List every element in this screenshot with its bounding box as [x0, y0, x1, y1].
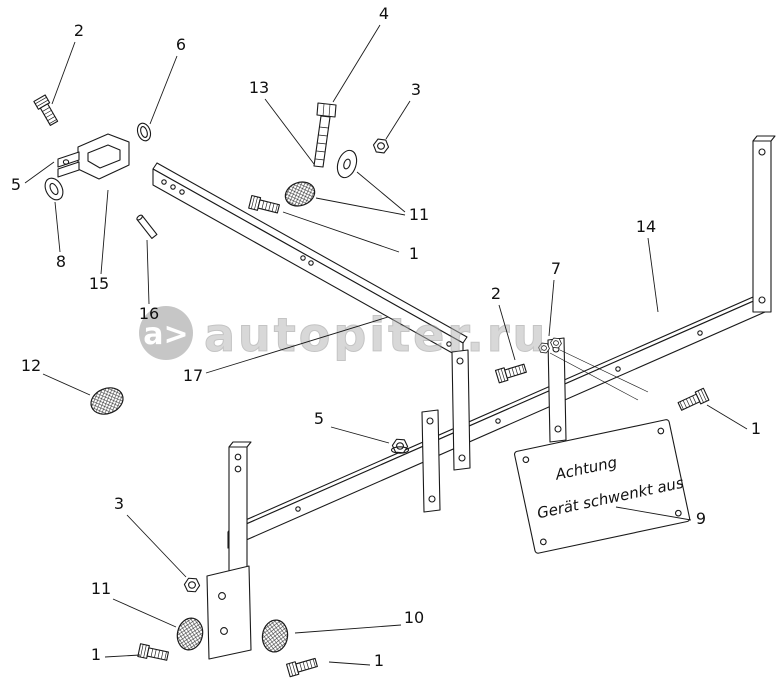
foot-bracket	[206, 565, 252, 660]
callout-5-top: 5	[11, 161, 55, 194]
watermark: a> autopiter.ru	[139, 306, 548, 363]
washer-11-plain	[333, 147, 361, 181]
svg-text:3: 3	[411, 80, 421, 99]
svg-text:14: 14	[636, 217, 656, 236]
svg-text:12: 12	[21, 356, 41, 375]
callout-12: 12	[21, 356, 91, 396]
bolt-1-upper-bar	[248, 194, 281, 216]
callout-8: 8	[54, 201, 66, 271]
bolt-2-top-left	[33, 94, 61, 128]
callout-14: 14	[636, 217, 659, 313]
callouts: 2 6 4 13 3 5 8 15	[11, 4, 761, 670]
callout-11-bottom: 11	[91, 579, 177, 628]
frame-parts: Achtung Gerät schwenkt aus	[33, 94, 776, 678]
svg-text:5: 5	[11, 175, 21, 194]
svg-text:8: 8	[56, 252, 66, 271]
svg-text:5: 5	[314, 409, 324, 428]
callout-3-top: 3	[385, 80, 421, 140]
bolt-1-right	[676, 387, 710, 413]
watermark-site-text: autopiter.ru	[204, 308, 548, 362]
nut-3-bottom	[183, 577, 201, 593]
callout-6: 6	[149, 35, 186, 125]
callout-2-middle: 2	[491, 284, 516, 361]
ring-6	[136, 122, 152, 142]
svg-text:16: 16	[139, 304, 159, 323]
svg-text:1: 1	[409, 244, 419, 263]
callout-1-upper: 1	[282, 211, 419, 263]
callout-1-bottom-left: 1	[91, 645, 141, 664]
svg-text:13: 13	[249, 78, 269, 97]
callout-11-top: 11	[315, 171, 429, 224]
bolt-2-middle	[494, 361, 528, 384]
callout-9: 9	[615, 506, 706, 528]
callout-5-lower: 5	[314, 409, 390, 444]
svg-text:7: 7	[551, 259, 561, 278]
warning-plate: Achtung Gerät schwenkt aus	[514, 419, 691, 554]
nut-5-lower	[390, 438, 410, 454]
svg-text:17: 17	[183, 366, 203, 385]
upper-frame-bar	[152, 162, 468, 360]
callout-10: 10	[294, 608, 424, 634]
callout-1-right: 1	[706, 404, 761, 438]
clamp-bracket-15	[57, 133, 130, 180]
strap-middle-front	[421, 409, 441, 513]
key-8	[44, 177, 64, 201]
callout-2-top-left: 2	[51, 21, 84, 105]
watermark-logo-text: a>	[143, 317, 188, 352]
assembly-line-a	[559, 349, 649, 393]
disc-11-mesh-bottom	[176, 617, 204, 651]
svg-text:11: 11	[409, 205, 429, 224]
callout-4: 4	[332, 4, 389, 103]
svg-text:4: 4	[379, 4, 389, 23]
callout-3-bottom: 3	[114, 494, 187, 578]
svg-text:1: 1	[91, 645, 101, 664]
callout-1-bottom-right: 1	[328, 651, 384, 670]
disc-11-mesh-top	[284, 181, 316, 207]
svg-text:6: 6	[176, 35, 186, 54]
svg-text:1: 1	[751, 419, 761, 438]
assembly-line-b	[549, 352, 639, 401]
bolt-1-bottom-left	[137, 643, 170, 664]
callout-15: 15	[89, 189, 109, 293]
svg-text:2: 2	[74, 21, 84, 40]
nut-3-top	[372, 137, 390, 155]
svg-text:10: 10	[404, 608, 424, 627]
right-post	[752, 135, 776, 313]
callout-16: 16	[139, 239, 159, 323]
svg-text:9: 9	[696, 509, 706, 528]
callout-13: 13	[249, 78, 315, 165]
svg-text:3: 3	[114, 494, 124, 513]
svg-text:15: 15	[89, 274, 109, 293]
watermark-logo-circle	[139, 306, 193, 360]
disc-10-mesh	[261, 619, 289, 653]
disc-12-mesh	[90, 387, 124, 415]
strap-middle-rear	[451, 349, 471, 471]
bolt-1-bottom-right	[286, 655, 319, 678]
svg-text:1: 1	[374, 651, 384, 670]
bolt-4	[313, 102, 337, 168]
svg-text:11: 11	[91, 579, 111, 598]
pin-16	[136, 214, 158, 239]
callout-7: 7	[548, 259, 561, 337]
svg-text:2: 2	[491, 284, 501, 303]
callout-17: 17	[183, 316, 389, 385]
